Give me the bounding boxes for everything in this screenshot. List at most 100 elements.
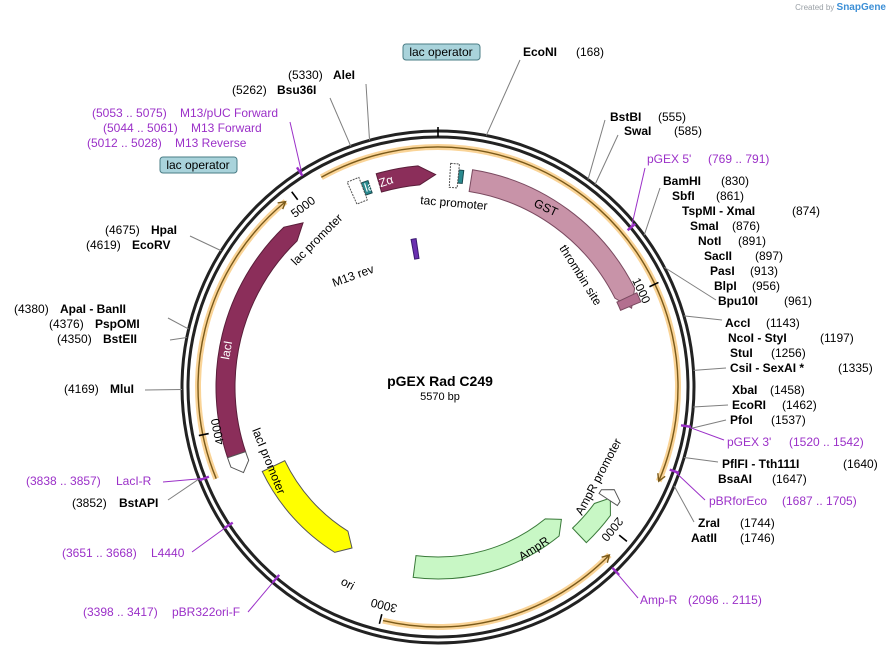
credit-prefix: Created by [795,3,835,12]
primer-m13puc-forward[interactable]: M13/pUC Forward [180,106,278,120]
gst-arrow [468,169,636,310]
thrombin-site-marker [616,292,642,311]
primer-m13-forward[interactable]: M13 Forward [191,121,262,135]
site-pflfi-pos: (1640) [843,457,878,471]
site-pflfi-tth111i[interactable]: PflFI - Tth111I [722,457,799,471]
site-ncoi-pos: (1197) [820,331,854,345]
site-csii-pos: (1335) [838,361,873,375]
site-bsu36i[interactable]: Bsu36I [277,83,316,97]
snapgene-credit: Created by SnapGene [795,2,886,13]
site-smai[interactable]: SmaI [690,219,719,233]
site-noti[interactable]: NotI [698,234,721,248]
site-stui[interactable]: StuI [730,346,753,360]
leader-bsu36i [329,97,352,147]
primer-pbrforeco-range: (1687 .. 1705) [782,494,857,508]
primer-ampr-range: (2096 .. 2115) [688,593,762,607]
leader-primer-laci-r [162,477,205,483]
site-csii-sexai[interactable]: CsiI - SexAI * [730,361,804,375]
lacza-arrow [375,165,437,193]
ampr-band-2 [571,497,611,544]
tick-label-3000: 3000 [369,595,399,615]
site-pfoi[interactable]: PfoI [730,413,753,427]
primer-laci-r[interactable]: LacI-R [116,474,152,488]
site-zrai-pos: (1744) [740,516,775,530]
site-pfoi-pos: (1537) [771,413,806,427]
site-apai-pos: (4380) [14,302,49,316]
orf-arrowhead-1 [601,554,611,563]
site-blpi[interactable]: BlpI [714,279,737,293]
tick-3000 [378,613,383,625]
leader-primer-pbr322ori [247,578,277,613]
leader-bpu10i [664,266,717,301]
lac-operator-top-marker [457,169,465,184]
site-bsaai[interactable]: BsaAI [718,472,752,486]
primer-l4440[interactable]: L4440 [151,546,185,560]
site-ecorv-pos: (4619) [86,238,121,252]
leader-pflfi [684,457,719,463]
features [199,162,692,584]
ampr-arrow [412,518,562,580]
site-hpai[interactable]: HpaI [151,223,177,237]
site-sbfi[interactable]: SbfI [672,189,695,203]
site-xbai[interactable]: XbaI [732,383,757,397]
primer-pbrforeco[interactable]: pBRforEco [709,494,767,508]
site-acci[interactable]: AccI [725,316,750,330]
restriction-sites-left: (5330) AleI (5262) Bsu36I (4675) HpaI (4… [14,68,355,510]
leader-bstbi [587,119,606,180]
leader-lines [144,59,729,613]
primer-pgex5-range: (769 .. 791) [708,152,769,166]
orf-arcs [195,144,681,630]
site-mlui[interactable]: MluI [110,382,134,396]
site-tspmi-xmai[interactable]: TspMI - XmaI [682,204,755,218]
site-aatii[interactable]: AatII [691,531,717,545]
site-swai-pos: (585) [674,124,702,138]
site-zrai[interactable]: ZraI [698,516,720,530]
site-bstbi[interactable]: BstBI [610,110,641,124]
site-pspomi[interactable]: PspOMI [95,317,140,331]
site-bamhi[interactable]: BamHI [663,174,701,188]
lac-promoter-marker [346,176,369,205]
site-ecori[interactable]: EcoRI [732,398,766,412]
leader-apai [167,317,189,330]
snapgene-logo: SnapGene [836,2,886,13]
leader-alei [365,83,371,141]
site-econi[interactable]: EcoNI [523,45,557,59]
site-pasi[interactable]: PasI [710,264,735,278]
site-ncoi-styi[interactable]: NcoI - StyI [728,331,787,345]
leader-swai [594,134,619,185]
tick-4000 [198,432,209,437]
orf-arc-2-line [197,201,287,479]
tick-label-4000: 4000 [208,417,227,446]
leader-primer-pbrforeco [674,470,706,501]
primer-pbr322ori[interactable]: pBR322ori-F [172,605,240,619]
primer-pgex5[interactable]: pGEX 5' [647,152,691,166]
site-bsteii[interactable]: BstEII [103,332,137,346]
site-bsu36i-pos: (5262) [232,83,267,97]
primer-tick-7 [295,166,304,177]
site-bpu10i[interactable]: Bpu10I [718,294,758,308]
site-apai-banii[interactable]: ApaI - BanII [60,302,126,316]
primer-pgex3[interactable]: pGEX 3' [727,435,771,449]
leader-primer-ampr [611,567,639,599]
leader-hpai [189,235,222,252]
ori-arrow [261,460,353,553]
orf-arc-0-line [320,146,679,482]
site-sacii[interactable]: SacII [704,249,732,263]
leader-acci [683,315,723,321]
site-alei[interactable]: AleI [333,68,355,82]
lac-operator-box-top: lac operator [402,43,481,61]
orf-arrowhead-0 [657,473,666,483]
site-pspomi-pos: (4376) [49,317,84,331]
site-swai[interactable]: SwaI [624,124,651,138]
leader-primer-pgex5 [630,167,646,228]
feature-lacza-label: lacZα [363,172,396,194]
site-bstapi[interactable]: BstAPI [119,496,158,510]
primer-l4440-range: (3651 .. 3668) [62,546,137,560]
plasmid-name: pGEX Rad C249 [387,373,493,389]
primer-m13-reverse[interactable]: M13 Reverse [175,136,247,150]
site-ecorv[interactable]: EcoRV [132,238,170,252]
leader-zrai [673,485,695,523]
leader-bsteii [169,337,187,341]
leader-primer-pgex3 [685,425,725,441]
primer-ampr[interactable]: Amp-R [640,593,678,607]
